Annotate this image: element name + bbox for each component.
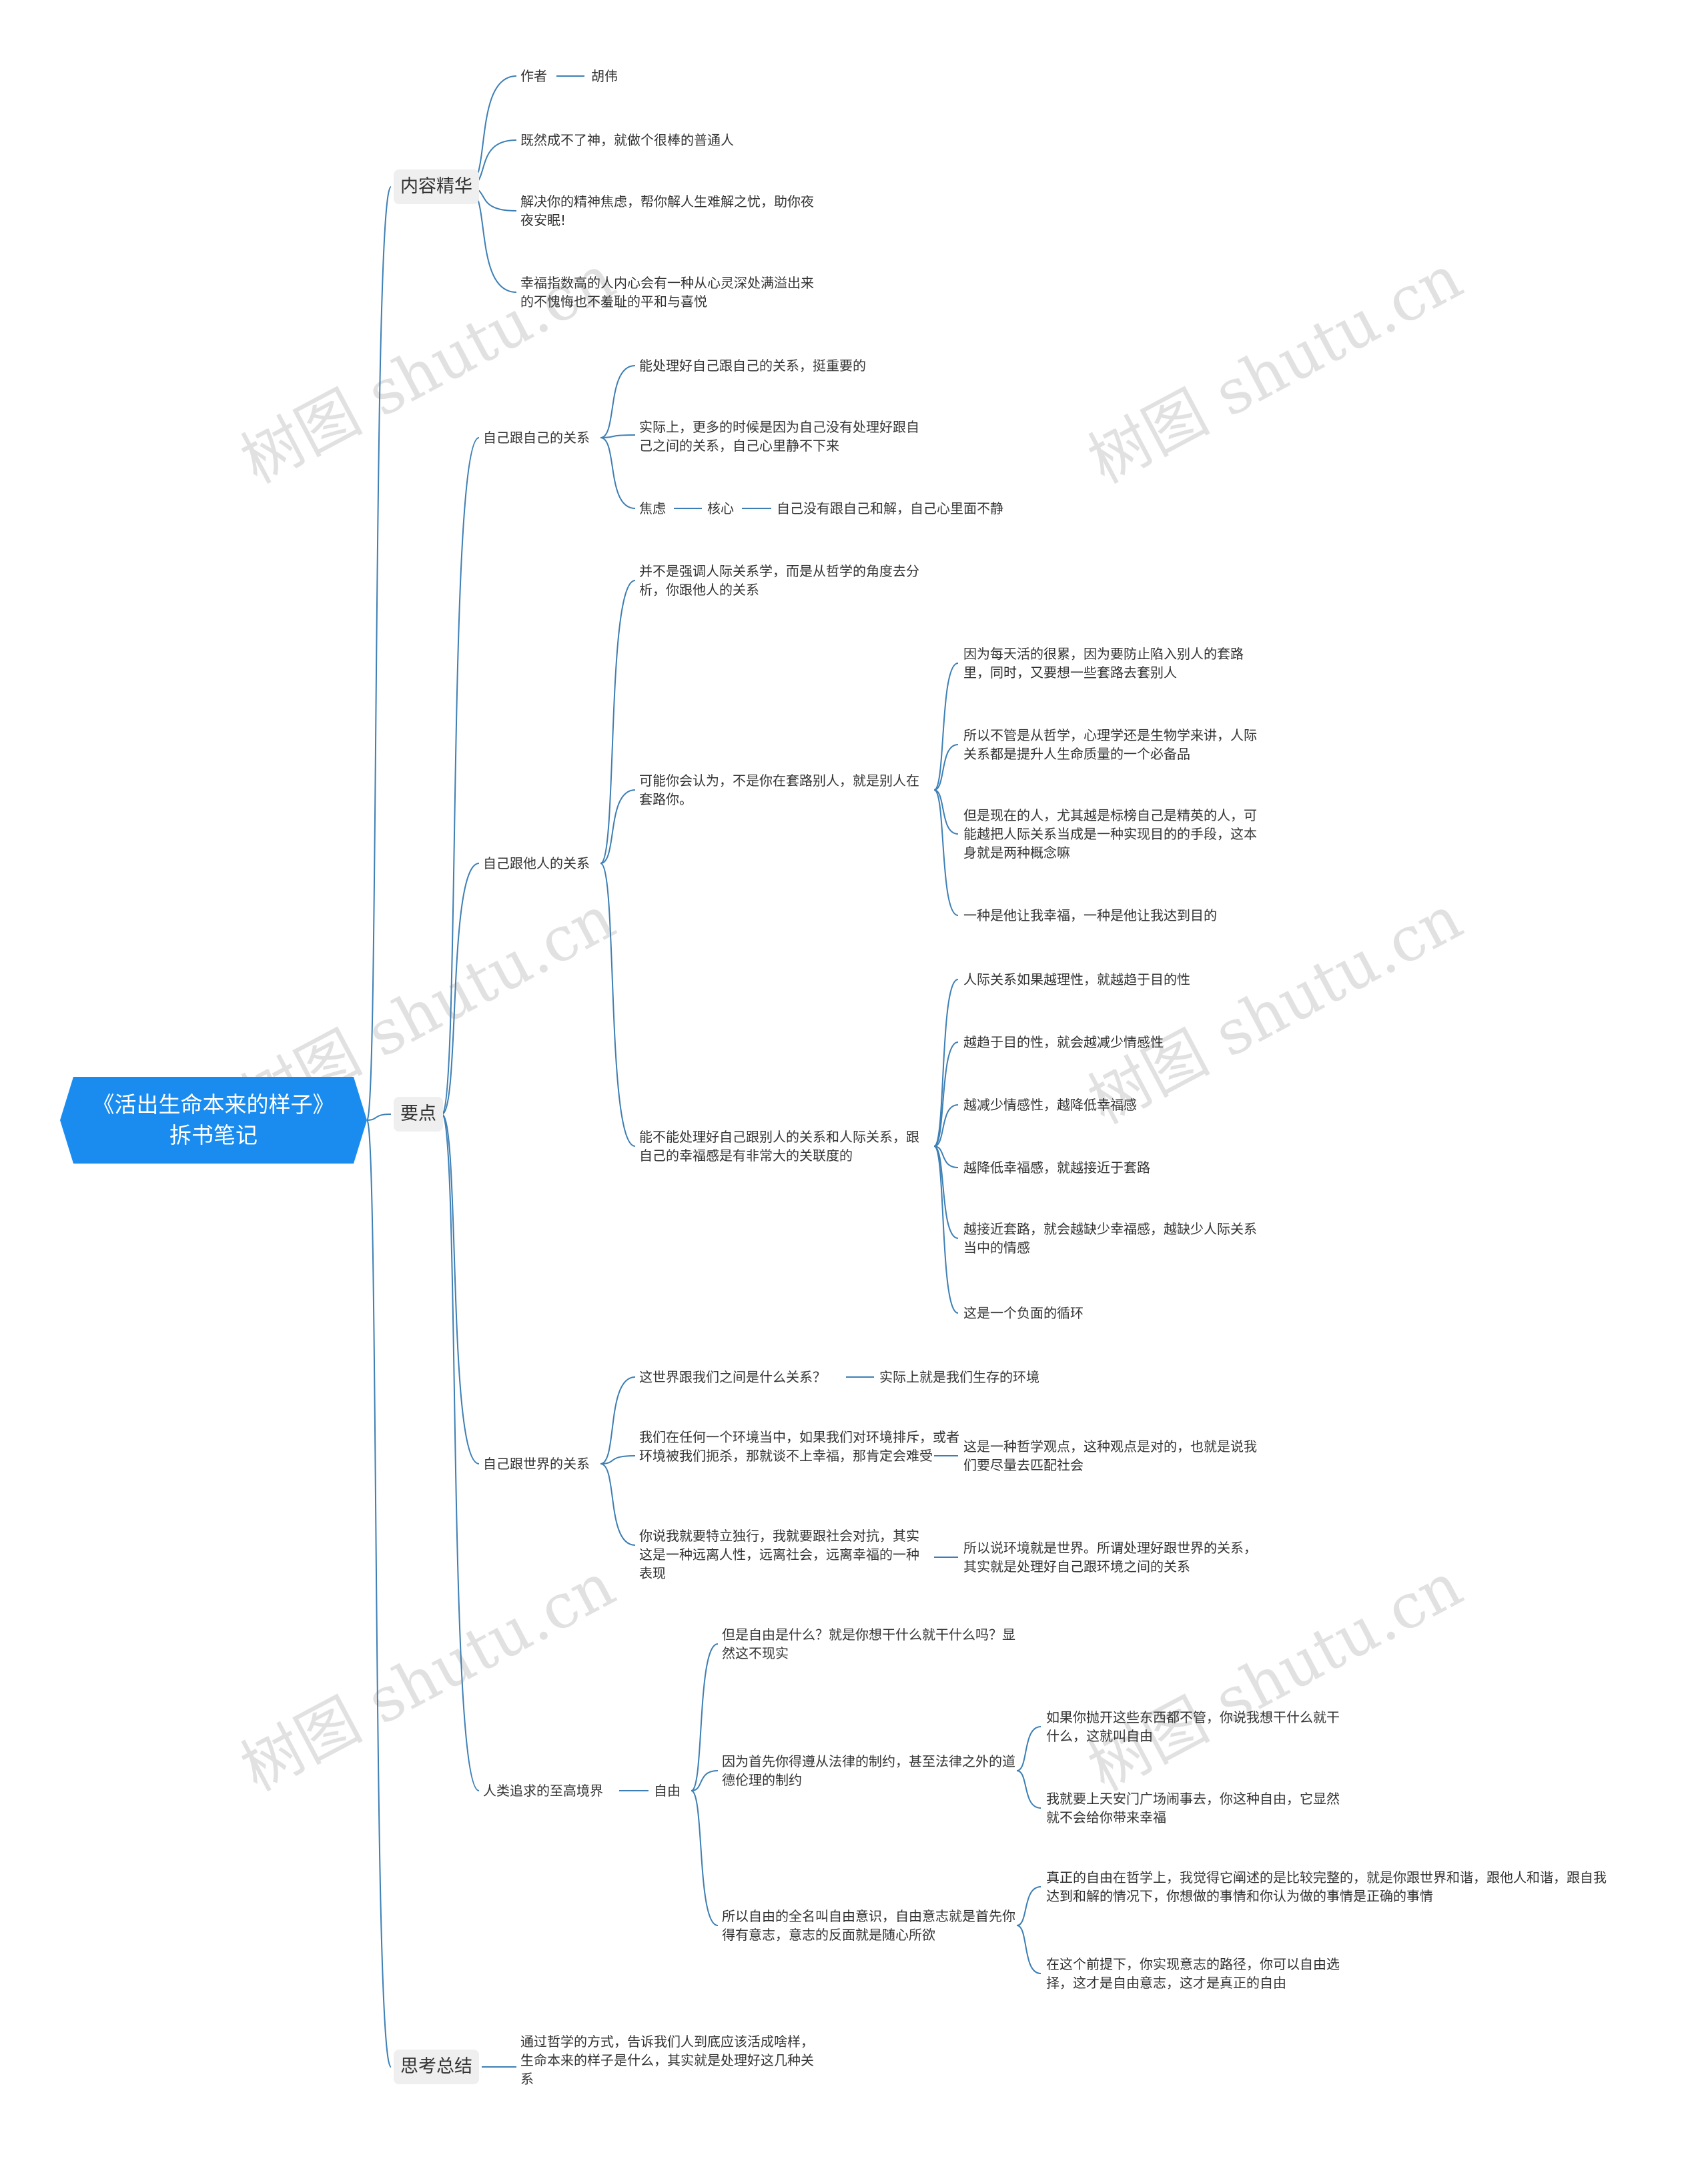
node-others-c5[interactable]: 越接近套路，就会越缺少幸福感，越缺少人际关系当中的情感 bbox=[963, 1221, 1257, 1256]
connector-line bbox=[600, 1463, 636, 1546]
node-others-c6[interactable]: 这是一个负面的循环 bbox=[963, 1305, 1084, 1321]
node-anxiety[interactable]: 焦虑 bbox=[639, 500, 666, 516]
node-world-c1[interactable]: 所以说环境就是世界。所谓处理好跟世界的关系，其实就是处理好自己跟环境之间的关系 bbox=[963, 1540, 1257, 1575]
node-freedom[interactable]: 自由 bbox=[654, 1783, 681, 1799]
connector-line bbox=[933, 789, 959, 916]
root-title-line1: 《活出生命本来的样子》 bbox=[92, 1092, 335, 1118]
connector-line bbox=[600, 789, 636, 864]
node-author-name[interactable]: 胡伟 bbox=[591, 68, 618, 84]
topic-key-points[interactable]: 要点 bbox=[394, 1097, 443, 1132]
connector-line bbox=[933, 1146, 959, 1314]
connector-line bbox=[366, 1120, 392, 2068]
node-realm-c[interactable]: 所以自由的全名叫自由意识，自由意志就是首先你得有意志，意志的反面就是随心所欲 bbox=[722, 1908, 1015, 1943]
root-title-line2: 拆书笔记 bbox=[169, 1122, 258, 1148]
branch-world[interactable]: 自己跟世界的关系 bbox=[483, 1456, 590, 1472]
branch-self[interactable]: 自己跟自己的关系 bbox=[483, 430, 590, 446]
node-author-label[interactable]: 作者 bbox=[520, 68, 547, 84]
node-anxiety-core[interactable]: 核心 bbox=[707, 500, 734, 516]
connector-line bbox=[366, 1114, 392, 1121]
connector-line bbox=[1016, 1726, 1041, 1771]
node-others-a[interactable]: 并不是强调人际关系学，而是从哲学的角度去分析，你跟他人的关系 bbox=[639, 563, 919, 598]
connector-line bbox=[1016, 1925, 1041, 1974]
connector-line bbox=[366, 186, 392, 1121]
node-world-b1[interactable]: 这是一种哲学观点，这种观点是对的，也就是说我们要尽量去匹配社会 bbox=[963, 1438, 1257, 1473]
connector-line bbox=[933, 1146, 959, 1168]
node-others-b1[interactable]: 因为每天活的很累，因为要防止陷入别人的套路里，同时，又要想一些套路去套别人 bbox=[963, 646, 1244, 681]
node-others-b3[interactable]: 但是现在的人，尤其越是标榜自己是精英的人，可能越把人际关系当成是一种实现目的的手… bbox=[963, 807, 1257, 861]
connector-line bbox=[933, 744, 959, 791]
node-essence-2[interactable]: 既然成不了神，就做个很棒的普通人 bbox=[520, 132, 734, 148]
node-world-c[interactable]: 你说我就要特立独行，我就要跟社会对抗，其实这是一种远离人性，远离社会，远离幸福的… bbox=[639, 1528, 919, 1581]
node-realm-a[interactable]: 但是自由是什么？就是你想干什么就干什么吗？显然这不现实 bbox=[722, 1627, 1015, 1661]
connector-line bbox=[691, 1770, 719, 1791]
connector-line bbox=[933, 789, 959, 835]
node-self-1[interactable]: 能处理好自己跟自己的关系，挺重要的 bbox=[639, 358, 866, 374]
connector-line bbox=[933, 663, 959, 791]
node-others-c3[interactable]: 越减少情感性，越降低幸福感 bbox=[963, 1097, 1137, 1113]
node-others-c1[interactable]: 人际关系如果越理性，就越趋于目的性 bbox=[963, 971, 1190, 987]
connector-line bbox=[933, 1146, 959, 1239]
connector-line bbox=[933, 1104, 959, 1147]
connector-line bbox=[691, 1643, 719, 1791]
node-others-c2[interactable]: 越趋于目的性，就会越减少情感性 bbox=[963, 1034, 1164, 1050]
topic-essence[interactable]: 内容精华 bbox=[394, 169, 479, 204]
connector-line bbox=[600, 863, 636, 1147]
connector-line bbox=[600, 1376, 636, 1464]
node-realm-b2[interactable]: 我就要上天安门广场闹事去，你这种自由，它显然就不会给你带来幸福 bbox=[1046, 1791, 1340, 1825]
node-essence-3[interactable]: 解决你的精神焦虑，帮你解人生难解之忧，助你夜夜安眠! bbox=[520, 193, 814, 228]
root-topic[interactable]: 《活出生命本来的样子》 拆书笔记 bbox=[60, 1077, 367, 1164]
node-world-b[interactable]: 我们在任何一个环境当中，如果我们对环境排斥，或者环境被我们扼杀，那就谈不上幸福，… bbox=[639, 1429, 959, 1464]
node-realm-c1[interactable]: 真正的自由在哲学上，我觉得它阐述的是比较完整的，就是你跟世界和谐，跟他人和谐，跟… bbox=[1046, 1869, 1607, 1904]
connector-line bbox=[441, 1114, 480, 1464]
node-realm-c2[interactable]: 在这个前提下，你实现意志的路径，你可以自由选择，这才是自由意志，这才是真正的自由 bbox=[1046, 1956, 1340, 1991]
connector-line bbox=[1016, 1886, 1041, 1926]
node-others-b2[interactable]: 所以不管是从哲学，心理学还是生物学来讲，人际关系都是提升人生命质量的一个必备品 bbox=[963, 727, 1257, 762]
connector-line bbox=[933, 1041, 959, 1147]
node-summary[interactable]: 通过哲学的方式，告诉我们人到底应该活成啥样，生命本来的样子是什么，其实就是处理好… bbox=[520, 2034, 814, 2087]
node-anxiety-detail[interactable]: 自己没有跟自己和解，自己心里面不静 bbox=[777, 500, 1003, 516]
connector-line bbox=[600, 580, 636, 864]
node-others-b[interactable]: 可能你会认为，不是你在套路别人，就是别人在套路你。 bbox=[639, 773, 919, 807]
node-essence-4[interactable]: 幸福指数高的人内心会有一种从心灵深处满溢出来的不愧悔也不羞耻的平和与喜悦 bbox=[520, 275, 814, 310]
topic-summary[interactable]: 思考总结 bbox=[394, 2050, 479, 2084]
connector-line bbox=[441, 863, 480, 1115]
connector-line bbox=[600, 437, 636, 509]
node-others-b4[interactable]: 一种是他让我幸福，一种是他让我达到目的 bbox=[963, 907, 1217, 923]
node-realm-b1[interactable]: 如果你抛开这些东西都不管，你说我想干什么就干什么，这就叫自由 bbox=[1046, 1709, 1340, 1744]
node-realm-b[interactable]: 因为首先你得遵从法律的制约，甚至法律之外的道德伦理的制约 bbox=[722, 1753, 1015, 1788]
node-self-2[interactable]: 实际上，更多的时候是因为自己没有处理好跟自己之间的关系，自己心里静不下来 bbox=[639, 419, 919, 454]
branch-realm[interactable]: 人类追求的至高境界 bbox=[483, 1783, 603, 1799]
connector-line bbox=[441, 1114, 480, 1791]
node-others-c4[interactable]: 越降低幸福感，就越接近于套路 bbox=[963, 1160, 1150, 1176]
branch-others[interactable]: 自己跟他人的关系 bbox=[483, 855, 590, 871]
node-world-a[interactable]: 这世界跟我们之间是什么关系？ bbox=[639, 1369, 826, 1385]
connector-line bbox=[600, 365, 636, 438]
connector-line bbox=[600, 1455, 636, 1464]
connector-line bbox=[441, 437, 480, 1115]
connector-line bbox=[691, 1790, 719, 1926]
node-others-c[interactable]: 能不能处理好自己跟别人的关系和人际关系，跟自己的幸福感是有非常大的关联度的 bbox=[639, 1129, 919, 1164]
node-world-a1[interactable]: 实际上就是我们生存的环境 bbox=[879, 1369, 1039, 1385]
connector-line bbox=[933, 979, 959, 1147]
connector-line bbox=[600, 434, 636, 438]
connector-line bbox=[1016, 1770, 1041, 1809]
